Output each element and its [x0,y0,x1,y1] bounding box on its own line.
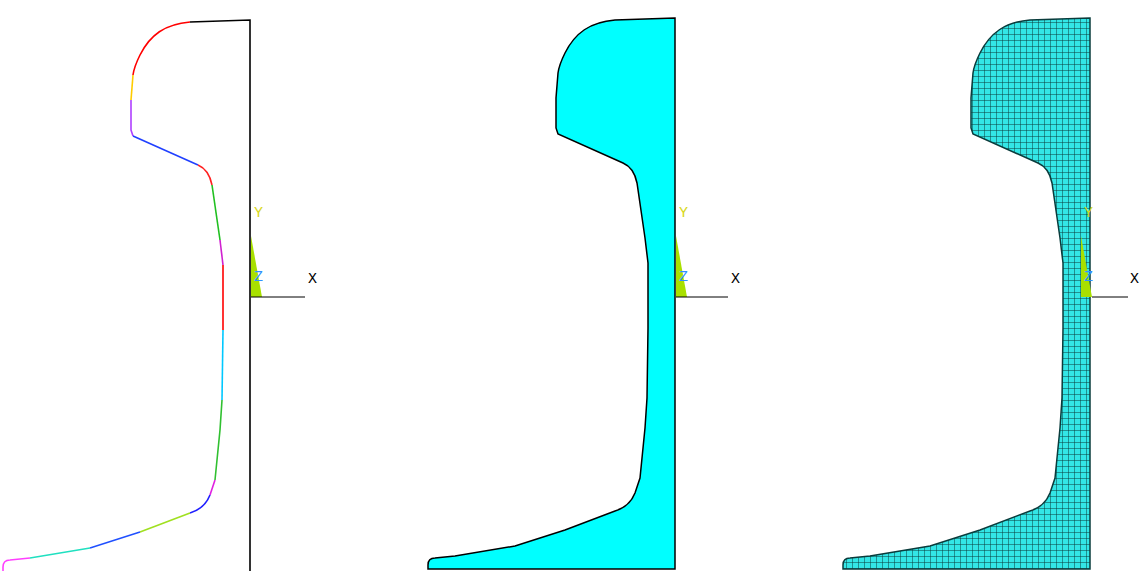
axis-triad [251,236,305,297]
line-outline [3,20,250,571]
axis-label: Z [679,270,688,286]
axis-triad [676,236,728,297]
axis-label: Z [254,270,263,286]
axis-label: Z [1084,270,1093,286]
axis-label: X [308,272,317,288]
axis-triad [1081,236,1128,297]
axis-label: Y [679,206,688,222]
axis-label: X [1130,272,1139,288]
meshed-area [843,18,1090,569]
axis-label: Y [254,206,263,222]
filled-area [428,18,675,569]
axis-label: X [731,272,740,288]
axis-label: Y [1084,206,1093,222]
